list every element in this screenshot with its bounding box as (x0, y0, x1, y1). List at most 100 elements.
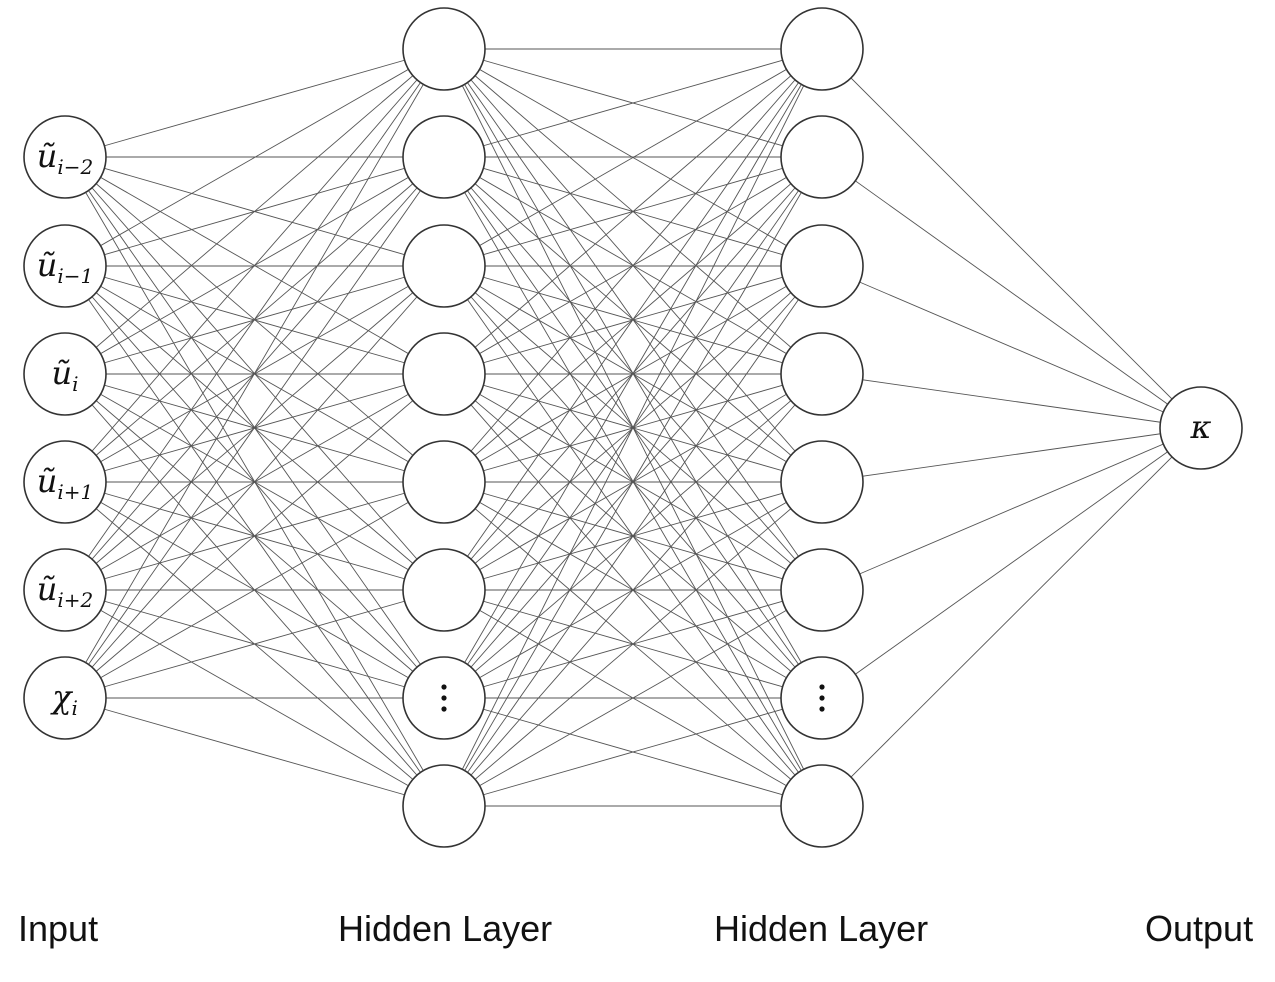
node-hidden2-2 (780, 224, 864, 308)
node-label-base: ũ (37, 137, 58, 175)
edge-input-5-to-hidden1-5 (64, 589, 445, 699)
node-label-base: κ (1190, 408, 1212, 446)
node-output-0: κ (1159, 386, 1243, 470)
node-label: ũi+2 (37, 570, 94, 612)
ellipsis-dot (441, 706, 447, 712)
edges (64, 48, 1202, 807)
node-hidden2-4 (780, 440, 864, 524)
edge-input-3-to-hidden1-0 (64, 48, 445, 483)
node-circle (402, 7, 486, 91)
ellipsis-dot (819, 684, 825, 690)
layer-label-input: Input (18, 908, 99, 949)
node-circle (23, 440, 107, 524)
edge-hidden1-7-to-hidden2-5 (443, 589, 823, 807)
node-input-3: ũi+1 (23, 440, 107, 524)
edge-hidden1-7-to-hidden2-6 (443, 697, 823, 807)
edge-input-5-to-hidden1-4 (64, 481, 445, 699)
edge-hidden1-7-to-hidden2-4 (443, 481, 823, 807)
edge-hidden1-3-to-hidden2-0 (443, 48, 823, 375)
node-circle (23, 656, 107, 740)
node-hidden1-1 (402, 115, 486, 199)
node-label-subscript: i (71, 696, 77, 720)
vertical-ellipsis-icon (441, 684, 447, 712)
edge-input-4-to-hidden1-0 (64, 48, 445, 591)
edge-input-0-to-hidden1-0 (64, 48, 445, 158)
edge-input-5-to-hidden1-7 (64, 697, 445, 807)
edge-hidden1-6-to-hidden2-0 (443, 48, 823, 699)
node-hidden1-4 (402, 440, 486, 524)
edge-hidden1-7-to-hidden2-2 (443, 265, 823, 807)
node-circle (23, 548, 107, 632)
edge-hidden2-5-to-output-0 (821, 427, 1202, 591)
edge-hidden2-1-to-output-0 (821, 156, 1202, 429)
node-circle (402, 764, 486, 848)
node-hidden2-3 (780, 332, 864, 416)
node-label: ũi+1 (37, 462, 94, 504)
vertical-ellipsis-icon (819, 684, 825, 712)
layer-label-hidden-1: Hidden Layer (338, 908, 553, 949)
node-label-subscript: i+2 (57, 588, 93, 612)
edge-hidden1-1-to-hidden2-0 (443, 48, 823, 158)
edge-input-5-to-hidden1-0 (64, 48, 445, 699)
node-hidden2-7 (780, 764, 864, 848)
node-label-subscript: i−2 (57, 155, 93, 179)
node-hidden1-7 (402, 764, 486, 848)
node-hidden2-5 (780, 548, 864, 632)
node-hidden2-1 (780, 115, 864, 199)
node-label-base: ũ (51, 354, 72, 392)
node-circle (23, 332, 107, 416)
edge-hidden2-3-to-output-0 (821, 373, 1202, 429)
ellipsis-dot (441, 684, 447, 690)
edge-hidden1-4-to-hidden2-0 (443, 48, 823, 483)
node-circle (780, 115, 864, 199)
node-circle (402, 224, 486, 308)
node-input-4: ũi+2 (23, 548, 107, 632)
node-hidden1-3 (402, 332, 486, 416)
node-label: κ (1190, 408, 1212, 446)
node-circle (780, 440, 864, 524)
node-circle (402, 440, 486, 524)
node-circle (780, 224, 864, 308)
node-label-subscript: i−1 (57, 264, 93, 288)
edge-hidden1-7-to-hidden2-1 (443, 156, 823, 807)
node-circle (402, 115, 486, 199)
edge-input-2-to-hidden1-0 (64, 48, 445, 375)
node-label-base: χ (50, 678, 73, 716)
node-label: ũi (51, 354, 78, 396)
node-hidden1-2 (402, 224, 486, 308)
node-label-base: ũ (37, 462, 58, 500)
node-input-5: χi (23, 656, 107, 740)
node-circle (402, 548, 486, 632)
edge-input-5-to-hidden1-2 (64, 265, 445, 699)
node-input-1: ũi−1 (23, 224, 107, 308)
edge-hidden1-7-to-hidden2-0 (443, 48, 823, 807)
ellipsis-dot (819, 706, 825, 712)
node-circle (1159, 386, 1243, 470)
node-circle (780, 548, 864, 632)
edge-input-1-to-hidden1-0 (64, 48, 445, 267)
edge-input-5-to-hidden1-3 (64, 373, 445, 699)
node-hidden2-6 (780, 656, 864, 740)
ellipsis-dot (441, 695, 447, 701)
node-label-base: ũ (37, 570, 58, 608)
node-circle (780, 332, 864, 416)
node-hidden1-6 (402, 656, 486, 740)
edge-hidden1-2-to-hidden2-0 (443, 48, 823, 267)
layer-label-output: Output (1145, 908, 1254, 949)
node-label-base: ũ (37, 246, 58, 284)
node-hidden2-0 (780, 7, 864, 91)
node-circle (23, 115, 107, 199)
node-input-0: ũi−2 (23, 115, 107, 199)
edge-hidden2-6-to-output-0 (821, 427, 1202, 699)
node-circle (780, 764, 864, 848)
edge-hidden1-5-to-hidden2-0 (443, 48, 823, 591)
node-input-2: ũi (23, 332, 107, 416)
node-label: ũi−2 (37, 137, 94, 179)
edge-hidden2-7-to-output-0 (821, 427, 1202, 807)
node-hidden1-5 (402, 548, 486, 632)
edge-input-5-to-hidden1-1 (64, 156, 445, 699)
node-circle (402, 332, 486, 416)
node-label-subscript: i+1 (57, 480, 93, 504)
ellipsis-dot (819, 695, 825, 701)
